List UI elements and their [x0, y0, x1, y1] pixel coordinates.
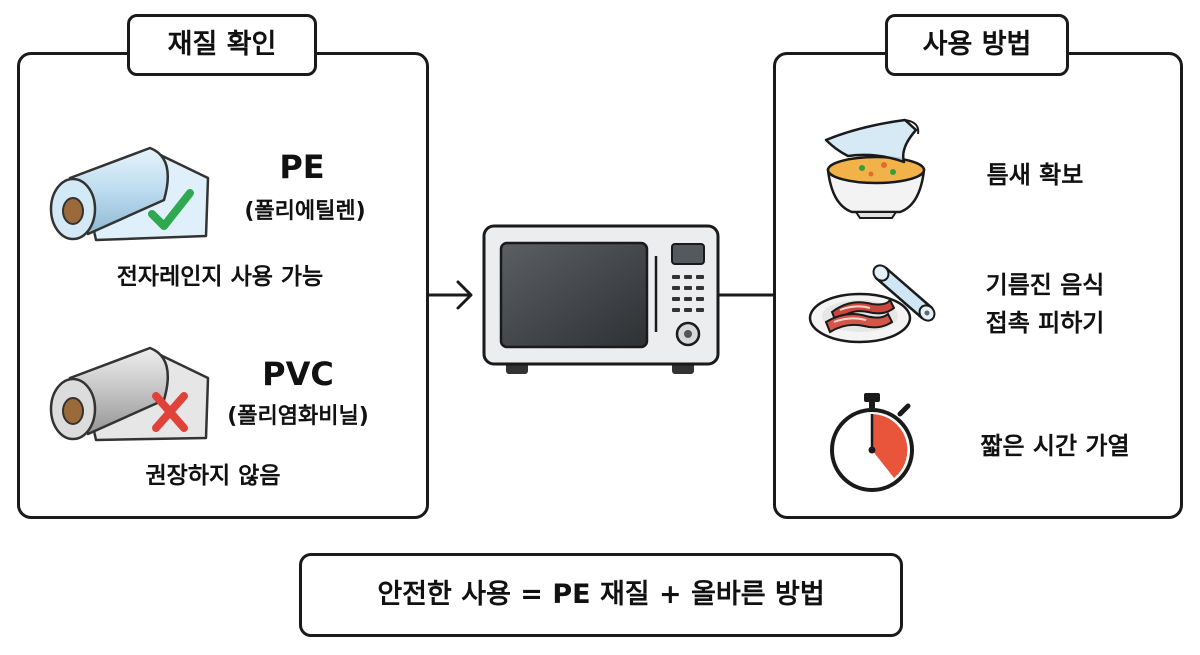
arrow-right-icon	[429, 280, 473, 310]
pe-name: PE	[279, 148, 325, 186]
summary-box: 안전한 사용 = PE 재질 + 올바른 방법	[299, 553, 903, 637]
check-icon	[148, 189, 194, 230]
pvc-wrap-roll-icon	[49, 346, 210, 442]
tip-short-heating-text: 짧은 시간 가열	[980, 432, 1130, 460]
pe-wrap-roll-icon	[49, 146, 210, 242]
usage-method-title: 사용 방법	[885, 14, 1069, 76]
material-check-title: 재질 확인	[127, 14, 317, 76]
tip-oily-food-line1: 기름진 음식	[985, 271, 1105, 299]
pe-verdict: 전자레인지 사용 가능	[116, 264, 324, 290]
material-check-panel	[17, 52, 429, 519]
x-icon	[152, 392, 188, 432]
soup-bowl-wrap-icon	[824, 118, 926, 219]
pe-full-name: (폴리에틸렌)	[244, 199, 366, 224]
pvc-name: PVC	[262, 355, 334, 393]
tip-gap-text: 틈새 확보	[986, 161, 1084, 189]
tip-oily-food-line2: 접촉 피하기	[985, 309, 1105, 337]
pvc-full-name: (폴리염화비닐)	[227, 404, 369, 429]
stopwatch-icon	[830, 393, 914, 492]
pvc-verdict: 권장하지 않음	[145, 463, 281, 489]
microwave-icon	[482, 224, 720, 374]
meat-plate-wrap-icon	[808, 264, 936, 344]
